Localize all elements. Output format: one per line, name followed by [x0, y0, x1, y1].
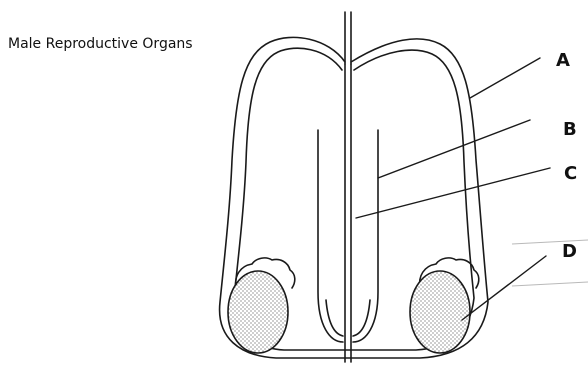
label-d: D — [562, 241, 577, 262]
central-duct — [345, 12, 351, 64]
central-septum — [345, 64, 351, 362]
label-b: B — [563, 119, 577, 140]
label-c: C — [564, 163, 577, 184]
penis-body — [318, 130, 343, 342]
penis-inner-right — [353, 300, 370, 336]
leader-line-b — [378, 120, 530, 178]
leader-line-a — [470, 58, 540, 98]
right-testis — [410, 271, 470, 353]
penis-body-right — [353, 130, 378, 342]
left-testis — [228, 271, 288, 353]
label-a: A — [556, 50, 570, 71]
diagram-title: Male Reproductive Organs — [8, 36, 193, 52]
leader-line-d — [462, 256, 546, 320]
faint-rule-2 — [512, 282, 588, 286]
penis-inner-left — [326, 300, 343, 336]
